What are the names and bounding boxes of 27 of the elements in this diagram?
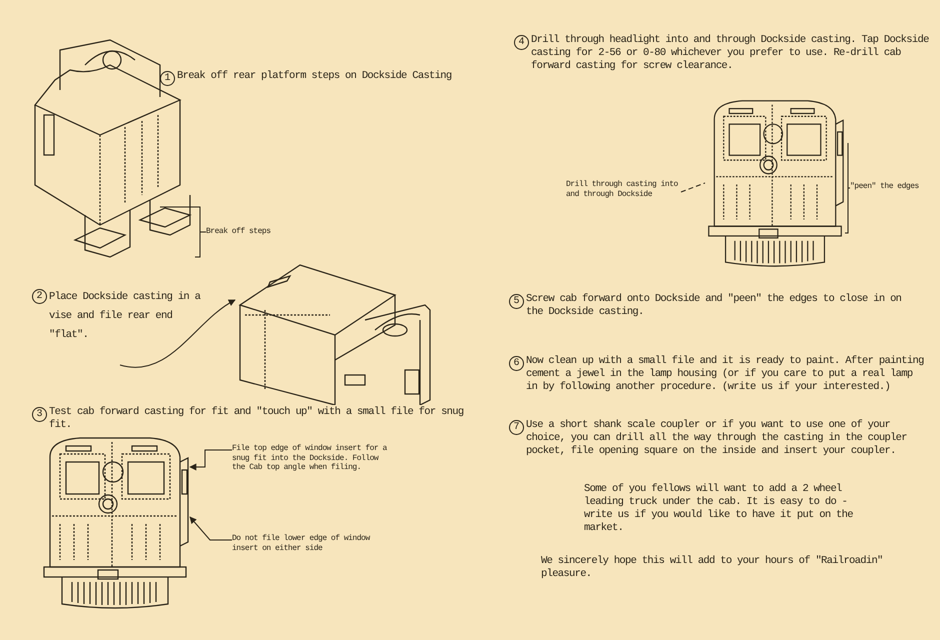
step-number: 4 [514, 35, 529, 50]
step-number: 5 [509, 294, 524, 309]
instruction-text: Drill through headlight into and through Dockside casting. Tap Dockside casting for 2-56 or 0-80 whichever you prefer to use. Re-drill cab forward casting for screw clearance. [531, 34, 930, 73]
leader-text: File top edge of window insert for a snug fit into the Dockside. Follow the Cab top angle when filing. [232, 444, 387, 472]
leader-text: Drill through casting into and through Dockside [566, 180, 681, 199]
instruction-text: Place Dockside casting in a vise and file rear end "flat". [49, 290, 202, 343]
leader-line [680, 182, 706, 192]
instruction-text: Test cab forward casting for fit and "touch up" with a small file for snug fit. [49, 406, 464, 432]
leader-text: "peen" the edges [850, 182, 938, 192]
bracket-leader-line [844, 142, 850, 234]
note-text: We sincerely hope this will add to your hours of "Railroadin" pleasure. [541, 555, 884, 581]
step-number: 2 [32, 289, 47, 304]
step-number: 3 [32, 407, 47, 422]
arrow [190, 516, 232, 540]
step-number: 6 [509, 356, 524, 371]
instruction-text: Now clean up with a small file and it is ready to paint. After painting cement a jewel in the lamp housing (or if you care to put a real lamp in by following another procedure. (write us if your interested.) [526, 355, 925, 394]
leader-text: Break off steps [206, 227, 296, 236]
leader-text: Do not file lower edge of window insert on either side [232, 534, 382, 553]
instruction-text: Use a short shank scale coupler or if you want to use one of your choice, you can drill all the way through the casting in the coupler pocket, file opening square on the inside and insert your coupler. [526, 419, 908, 458]
arrow [120, 300, 236, 368]
note-text: Some of you fellows will want to add a 2 wheel leading truck under the cab. It is easy to do - write us if you would like to have it put on the market. [584, 483, 854, 535]
step-number: 1 [160, 71, 175, 86]
instruction-text: Screw cab forward onto Dockside and "peen" the edges to close in on the Dockside casting. [526, 293, 902, 319]
bracket-leader-line [160, 206, 206, 258]
instruction-text: Break off rear platform steps on Dockside Casting [177, 70, 452, 83]
step-number: 7 [509, 420, 524, 435]
arrow [189, 450, 232, 470]
